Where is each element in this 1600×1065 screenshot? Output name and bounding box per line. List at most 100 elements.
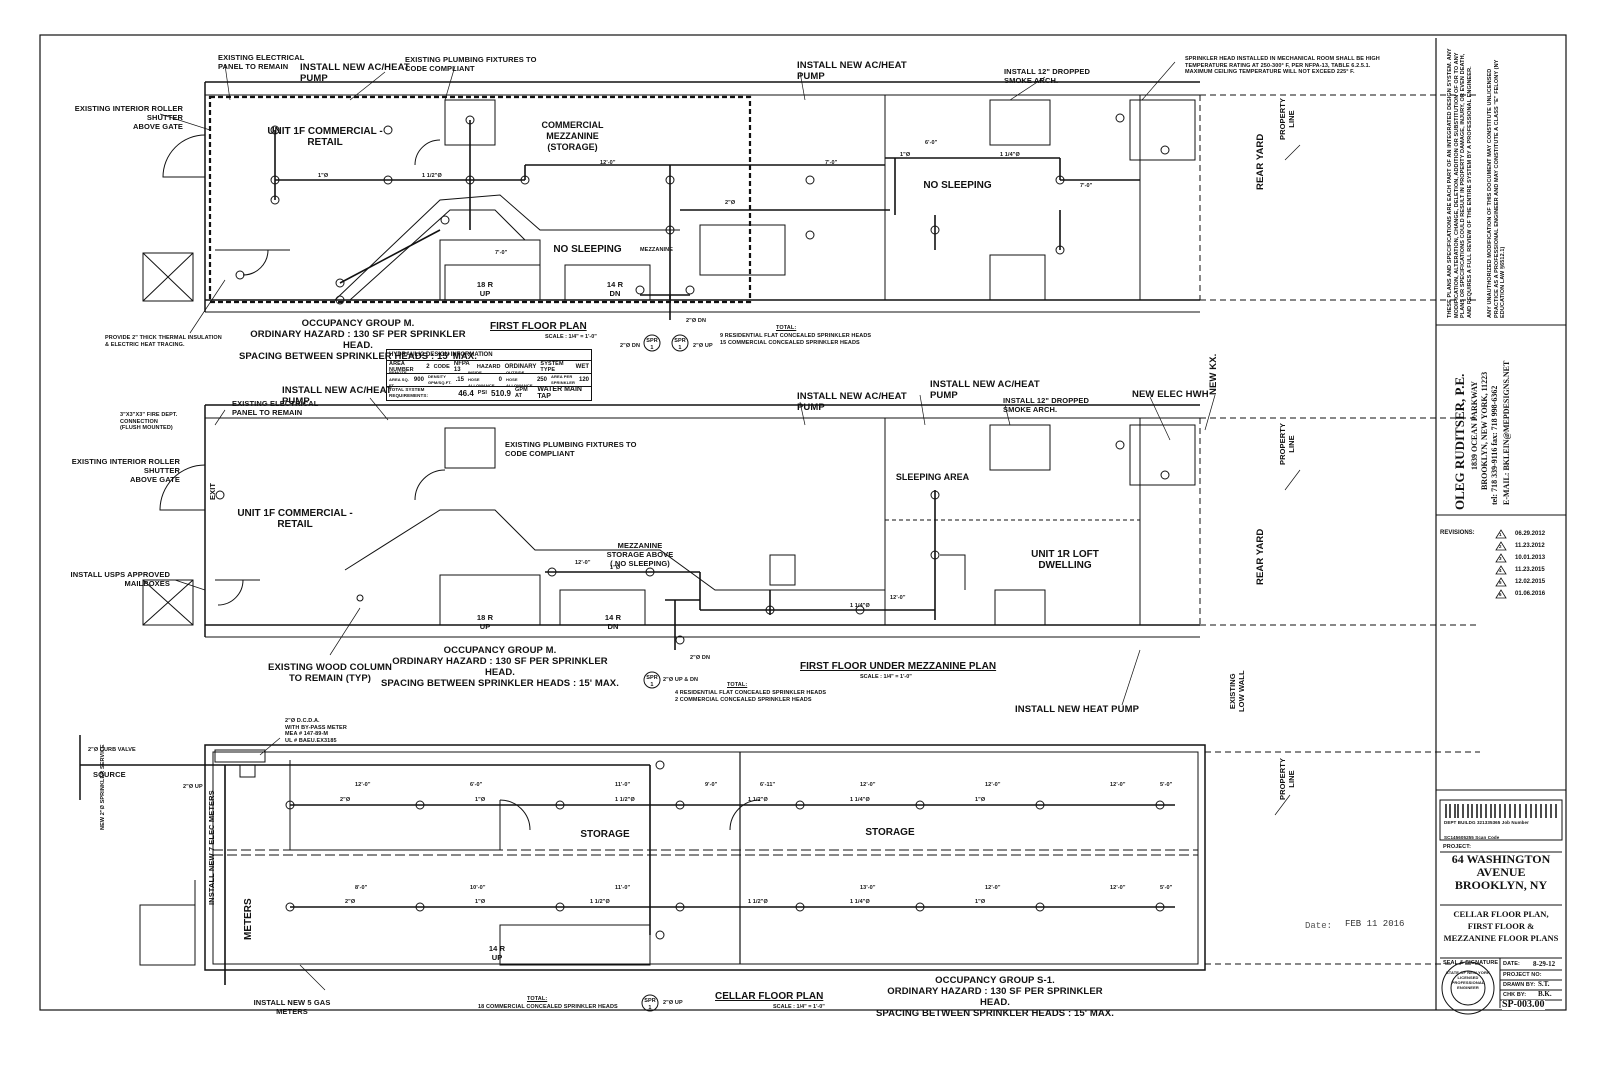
pipe-size: 2"Ø (345, 899, 356, 905)
pipe-size: 1 1/4"Ø (1000, 152, 1020, 158)
hyd-cell: 510.9 (490, 388, 511, 398)
note-existing-electrical-panel-2: EXISTING ELECTRICAL PANEL TO REMAIN (232, 399, 319, 417)
room-mezzanine-storage: MEZZANINE STORAGE ABOVE ( NO SLEEPING) (606, 541, 674, 568)
dimension: 5'-0" (1160, 885, 1173, 891)
note-fire-dept-connection: 3"x3"x3" FIRE DEPT. CONNECTION (FLUSH MO… (120, 412, 178, 431)
drawn-by-value: S.T. (1538, 980, 1550, 988)
pipe-size: 2"Ø UP & DN (663, 677, 699, 683)
room-unit-1r-loft: UNIT 1R LOFT DWELLING (1031, 549, 1099, 571)
first-floor-sprinkler-heads (235, 113, 1170, 305)
dimension: 7'-0" (495, 250, 508, 256)
room-no-sleeping-1: NO SLEEPING (553, 244, 622, 255)
hyd-cell: SYSTEM TYPE (540, 360, 564, 374)
pipe-size: 2"Ø (725, 200, 736, 206)
disclaimer-unauthorized: ANY UNAUTHORIZED MODIFICATION OF THIS DO… (1487, 59, 1506, 318)
total-label-under-mezzanine: TOTAL: (727, 682, 748, 688)
total-under-mezzanine: 4 RESIDENTIAL FLAT CONCEALED SPRINKLER H… (675, 690, 827, 703)
dimension: 12'-0" (600, 160, 616, 166)
pipe-size: 1"Ø (318, 173, 329, 179)
revision-num: 4 (1499, 568, 1502, 573)
hyd-cell: 46.4 (458, 388, 474, 398)
room-meters: METERS (243, 898, 254, 940)
pipe-size: 2"Ø (340, 797, 351, 803)
occupancy-cellar: OCCUPANCY GROUP S-1. ORDINARY HAZARD : 1… (875, 975, 1114, 1019)
hyd-cell: AREA NUMBER (389, 360, 414, 374)
hyd-cell: NFPA 13 (453, 361, 470, 373)
riser-tag-1: SPR 1 (646, 338, 658, 351)
dimension: 12'-0" (575, 560, 591, 566)
stair-14r-dn: 14 R DN (606, 280, 624, 298)
under-mezzanine-sprinkler-heads (215, 440, 1170, 645)
note-usps-mailboxes: INSTALL USPS APPROVED MAILBOXES (70, 570, 170, 588)
cellar-sprinkler-piping (224, 764, 1175, 985)
pipe-size: 1 1/2"Ø (422, 173, 442, 179)
revisions-label: REVISIONS: (1440, 530, 1475, 536)
revision-date: 12.02.2015 (1515, 579, 1546, 585)
hyd-cell: INSIDE HOSE ALLOWANCE (467, 370, 495, 389)
firm-address-2: BROOKLYN, NEW YORK, 11223 (1480, 371, 1489, 490)
dimension: 12'-0" (355, 782, 371, 788)
dimension: 12'-0" (1110, 782, 1126, 788)
note-new-kx: NEW KX. (1208, 353, 1219, 395)
dimension: 12'-0" (1110, 885, 1126, 891)
dimension: 7'-0" (825, 160, 838, 166)
revision-date: 06.29.2012 (1515, 531, 1546, 537)
pipe-size: 1 1/2"Ø (748, 797, 768, 803)
title-under-mezzanine-plan: FIRST FLOOR UNDER MEZZANINE PLAN (800, 661, 997, 672)
stamp-date: FEB 11 2016 (1345, 919, 1405, 929)
scale-cellar: SCALE : 1/4" = 1'-0" (773, 1004, 825, 1010)
stair-14r-dn-2: 14 R DN (604, 613, 622, 631)
label-exit: EXIT (208, 482, 217, 500)
note-leaders (159, 61, 1301, 991)
dimension: 12'-0" (985, 885, 1001, 891)
firm-phone: tel: 718 339-9116 fax: 718 998-6362 (1490, 385, 1499, 505)
cellar-plan-walls (79, 735, 1480, 971)
note-install-ac-heat-pump-3: INSTALL NEW AC/HEAT PUMP (282, 385, 392, 407)
title-cellar-floor-plan: CELLAR FLOOR PLAN (715, 991, 824, 1002)
label-source: SOURCE (93, 770, 126, 779)
revision-num: 3 (1499, 556, 1502, 561)
room-storage-1: STORAGE (580, 829, 630, 840)
dimension: 12'-0" (890, 595, 906, 601)
note-existing-plumbing-2: EXISTING PLUMBING FIXTURES TO CODE COMPL… (505, 440, 637, 458)
under-mezzanine-plan-walls (142, 404, 1480, 638)
note-existing-wood-column: EXISTING WOOD COLUMN TO REMAIN (TYP) (268, 662, 392, 684)
note-dropped-smoke-arch-2: INSTALL 12" DROPPED SMOKE ARCH. (1003, 396, 1090, 414)
pipe-size: 1 1/4"Ø (850, 899, 870, 905)
room-unit-1f-retail: UNIT 1F COMMERCIAL - RETAIL (267, 126, 383, 148)
note-existing-plumbing: EXISTING PLUMBING FIXTURES TO CODE COMPL… (405, 55, 537, 73)
note-existing-low-wall: EXISTING LOW WALL (1228, 670, 1246, 712)
note-elec-meters: INSTALL NEW 7 ELEC METERS (207, 790, 216, 905)
revision-num: 6 (1499, 592, 1502, 597)
dimension: 8'-0" (355, 885, 368, 891)
pipe-size: 1 1/2"Ø (615, 797, 635, 803)
pipe-size: 1 1/4"Ø (850, 603, 870, 609)
revision-triangles (1495, 529, 1507, 599)
hyd-cell: TOTAL SYSTEM REQUIREMENTS: (389, 386, 429, 399)
pipe-size: 2"Ø UP (183, 784, 203, 790)
note-install-ac-heat-pump: INSTALL NEW AC/HEAT PUMP (300, 62, 410, 84)
dimension: 6'-11" (760, 782, 776, 788)
firm-email: E-MAIL: BKLEIN@MEPDESIGNS.NET (1502, 360, 1511, 505)
note-existing-electrical-panel: EXISTING ELECTRICAL PANEL TO REMAIN (218, 53, 305, 71)
note-roller-shutter: EXISTING INTERIOR ROLLER SHUTTER ABOVE G… (74, 104, 183, 131)
note-thermal-insulation: PROVIDE 2" THICK THERMAL INSULATION & EL… (105, 335, 222, 348)
hyd-cell: 0 (498, 377, 502, 383)
hyd-cell: PSI (477, 389, 487, 396)
first-floor-sprinkler-piping (274, 120, 1140, 320)
hyd-cell: 2 (426, 364, 430, 370)
room-commercial-mezzanine: COMMERCIAL MEZZANINE (STORAGE) (541, 120, 604, 152)
barcode-caption-job: DEPT BUILDG 321335365 Job Number (1444, 820, 1529, 825)
hyd-cell: DENSITY GPM/SQ.FT. (427, 373, 452, 386)
riser-tags (641, 334, 689, 1012)
seal-label: SEAL & SIGNATURE (1443, 960, 1499, 966)
checked-by-value: B.K. (1538, 990, 1552, 998)
riser-tag-3: SPR 1 (646, 675, 658, 688)
label-property-line-3: PROPERTY LINE (1278, 757, 1296, 800)
revision-date: 11.23.2012 (1515, 543, 1545, 549)
hyd-cell: 900 (413, 377, 424, 383)
dimension: 12'-0" (860, 782, 876, 788)
pipe-size: 1"Ø (975, 797, 986, 803)
hyd-cell: OUTSIDE HOSE ALLOWANCE (505, 370, 533, 389)
